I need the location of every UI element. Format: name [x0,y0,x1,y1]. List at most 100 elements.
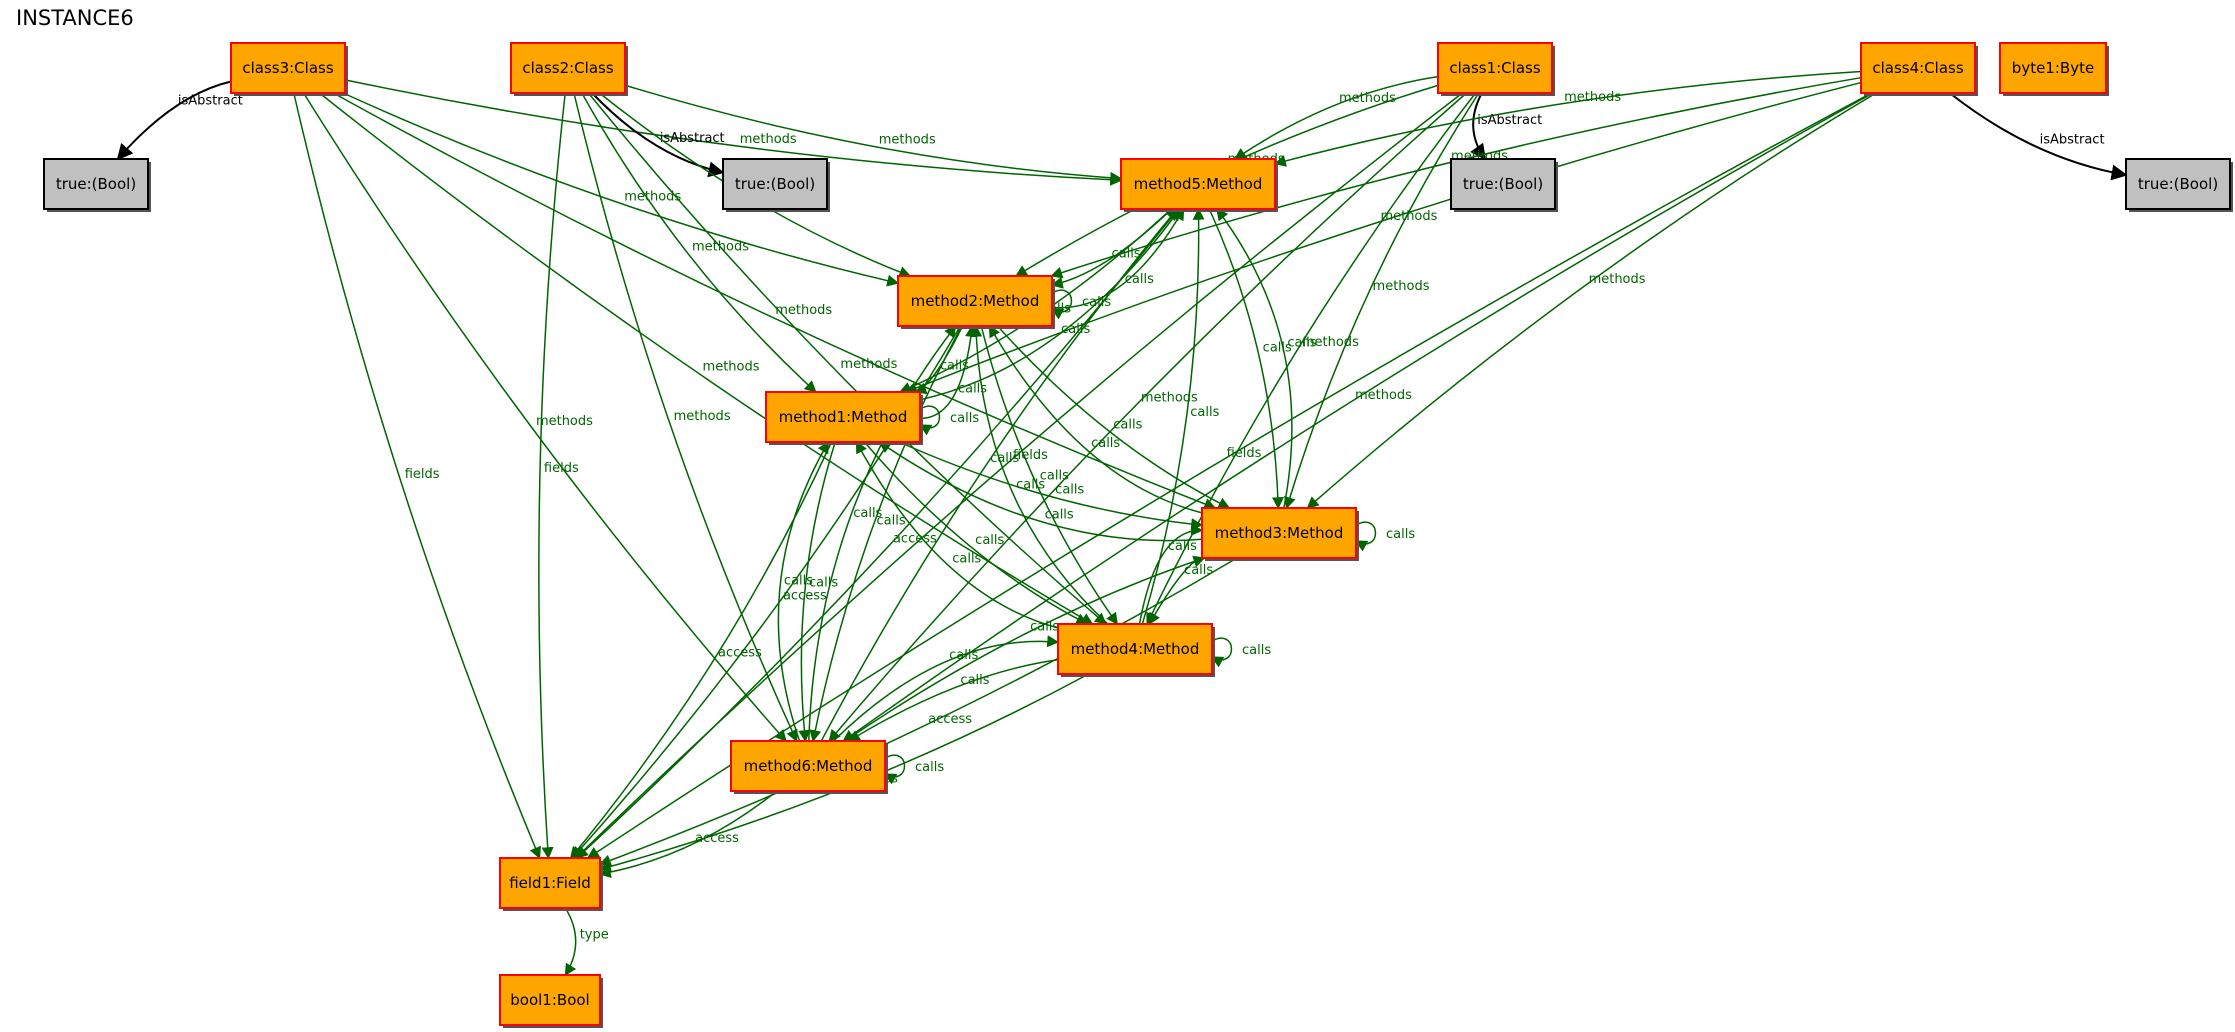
node-label: method1:Method [779,408,908,426]
edge-label: calls [958,382,987,397]
edge-class2-true2-isAbstract: isAbstract [591,92,725,178]
edge-label: methods [840,357,897,372]
edge-class3-method5-methods: methods [344,79,1123,186]
edge-label: isAbstract [2040,132,2105,147]
node-box [1057,623,1213,675]
edge-label: calls [1287,335,1316,350]
edge-label: calls [1040,469,1069,484]
edge-method3-field1-access: access [598,557,1238,867]
edge-label: calls [960,673,989,688]
node-method5[interactable]: method5:Method [1120,158,1278,212]
edge-line [598,557,1238,867]
edge-label: calls [876,513,905,528]
edge-label: calls [975,533,1004,548]
node-label: true:(Bool) [2138,175,2218,193]
node-true2[interactable]: true:(Bool) [722,158,830,212]
node-method4[interactable]: method4:Method [1057,623,1215,677]
edge-label: methods [1589,272,1646,287]
node-class4[interactable]: class4:Class [1860,42,1978,96]
edge-line [988,324,1203,514]
node-class2[interactable]: class2:Class [510,42,628,96]
node-box [1437,42,1553,94]
edge-method1-method4-calls: calls [863,441,1089,625]
node-method2[interactable]: method2:Method [897,275,1055,329]
edge-label: fields [1227,446,1262,461]
edge-label: methods [624,189,681,204]
node-method6[interactable]: method6:Method [730,740,888,794]
edge-class2-field1-fields: fields [538,92,579,860]
edge-line [844,555,1206,742]
edge-line [1210,637,1233,668]
edge-label: fields [544,461,579,476]
edge-method6-method1-calls: calls [777,440,830,742]
edge-line [319,92,1094,625]
edge-line [586,92,1872,859]
edge-line [293,92,541,860]
edge-line [332,92,1217,510]
node-label: true:(Bool) [1463,175,1543,193]
edge-label: calls [1113,417,1142,432]
edge-label: methods [674,409,731,424]
edge-line [538,92,566,860]
edge-layer: isAbstractfieldsmethodsmethodsmethodsmet… [116,70,2128,977]
edge-class1-method5-methods: methods [1233,75,1439,160]
edge-line [828,92,1467,742]
node-method1[interactable]: method1:Method [765,391,923,445]
edge-label: methods [703,359,760,374]
node-label: class4:Class [1872,59,1963,77]
edge-line [820,208,1179,742]
node-box [499,857,601,909]
edge-line [970,324,1109,625]
node-bool1[interactable]: bool1:Bool [499,974,603,1028]
edge-line [1138,523,1204,625]
edge-label: calls [950,411,979,426]
node-field1[interactable]: field1:Field [499,857,603,911]
edge-label: access [928,712,972,727]
node-label: true:(Bool) [735,175,815,193]
node-class3[interactable]: class3:Class [230,42,348,96]
edge-method4-method6-calls: calls [847,659,1059,742]
edge-label: methods [879,133,936,148]
edge-line [1051,207,1185,309]
edge-method4-method1-calls: calls [855,440,1059,629]
edge-label: isAbstract [1477,113,1542,128]
edge-field1-bool1-type: type [564,907,609,977]
edge-line [342,92,900,287]
node-box [2125,158,2231,210]
node-true4[interactable]: true:(Bool) [2125,158,2233,212]
diagram-title: INSTANCE6 [16,6,134,30]
edge-method6-method4-calls: calls [832,635,1060,742]
node-true1[interactable]: true:(Bool) [1450,158,1558,212]
edge-line [598,790,778,879]
edge-class3-method4-methods: methods [319,92,1094,625]
node-true3[interactable]: true:(Bool) [43,158,151,212]
node-method3[interactable]: method3:Method [1201,507,1359,561]
edge-line [344,79,1123,186]
node-byte1[interactable]: byte1:Byte [1999,42,2109,96]
node-box [722,158,828,210]
node-class1[interactable]: class1:Class [1437,42,1555,96]
edge-class1-method3-methods: methods [1284,92,1480,510]
node-label: method2:Method [911,292,1040,310]
edge-class3-method2-methods: methods [342,92,900,287]
node-label: true:(Bool) [56,175,136,193]
node-box [730,740,886,792]
edge-label: methods [1355,388,1412,403]
node-box [1201,507,1357,559]
edge-line [1208,208,1284,510]
edge-label: methods [692,240,749,255]
edge-line [798,441,836,743]
edge-method6-method2-calls: calls [808,325,957,742]
edge-line [883,754,906,785]
edge-method1-method3-calls: calls [898,441,1204,531]
edge-method1-field1-access: access [569,441,833,859]
node-box [1120,158,1276,210]
edge-label: fields [405,467,440,482]
edge-label: calls [809,576,838,591]
edge-label: isAbstract [178,94,243,109]
node-box [1450,158,1556,210]
edge-line [1146,92,1477,626]
edge-method6-method3-calls: calls [844,555,1206,742]
edge-line [809,325,963,743]
